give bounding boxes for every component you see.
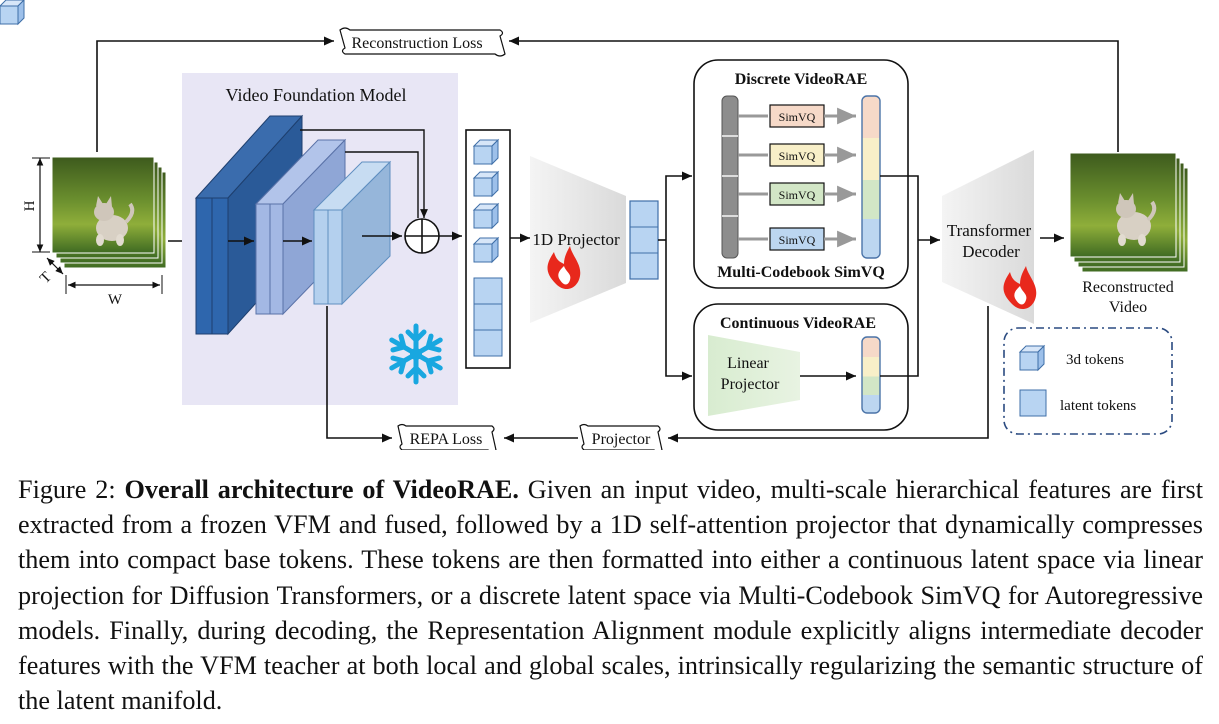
fire-icon — [547, 246, 581, 290]
projector-label: Projector — [592, 431, 651, 448]
architecture-diagram: Reconstruction Loss H T W Video Foundati… — [0, 0, 1189, 450]
plus-circle-icon — [404, 218, 440, 254]
reconstruction-loss-label: Reconstruction Loss — [351, 35, 482, 52]
reconstructed-video — [1069, 152, 1189, 273]
decoder-line2: Decoder — [962, 242, 1020, 261]
projector-1d-label: 1D Projector — [532, 230, 620, 249]
linear-projector-line1: Linear — [727, 355, 769, 372]
quantized-bar — [861, 95, 881, 259]
dim-h-label: H — [22, 200, 38, 211]
continuous-videorae-title: Continuous VideoRAE — [720, 315, 876, 332]
legend-latent-swatch — [1019, 389, 1047, 417]
linear-projector-shape — [708, 335, 800, 416]
dim-t-label: T — [37, 269, 55, 287]
vfm-label: Video Foundation Model — [226, 85, 407, 105]
vfm-block-3 — [312, 160, 392, 306]
dim-w-label: W — [108, 292, 123, 308]
reconstructed-line1: Reconstructed — [1082, 279, 1174, 296]
legend-3d-tokens: 3d tokens — [1066, 352, 1124, 368]
recon-arrow-right — [509, 36, 1119, 152]
simvq-row-2: SimVQ — [738, 143, 856, 167]
snowflake-icon — [388, 323, 444, 382]
figure-caption: Figure 2: Overall architecture of VideoR… — [18, 472, 1203, 718]
cube-token-icon — [0, 0, 25, 26]
continuous-bar — [861, 336, 881, 414]
legend-box — [1003, 327, 1173, 435]
simvq-row-1: SimVQ — [738, 104, 856, 128]
simvq-label-3: SimVQ — [779, 188, 816, 202]
linear-projector-line2: Projector — [721, 376, 780, 393]
simvq-row-3: SimVQ — [738, 182, 856, 206]
repa-loss-box — [397, 423, 497, 450]
legend-latent-tokens: latent tokens — [1060, 398, 1136, 414]
repa-loss-label: REPA Loss — [410, 431, 483, 448]
decoder-line1: Transformer — [947, 221, 1032, 240]
simvq-label-4: SimVQ — [779, 233, 816, 247]
recon-arrow-left — [96, 36, 334, 152]
fire-icon — [1003, 266, 1037, 310]
reconstructed-line2: Video — [1109, 299, 1147, 316]
caption-title: Overall architecture of VideoRAE. — [124, 475, 519, 504]
multi-codebook-label: Multi-Codebook SimVQ — [717, 264, 885, 281]
caption-label: Figure 2: — [18, 475, 116, 504]
input-video — [51, 156, 167, 269]
reconstruction-loss-box — [339, 27, 506, 57]
projector-box — [579, 423, 663, 450]
simvq-label-2: SimVQ — [779, 149, 816, 163]
caption-body: Given an input video, multi-scale hierar… — [18, 475, 1204, 716]
discrete-videorae-title: Discrete VideoRAE — [735, 71, 868, 88]
simvq-label-1: SimVQ — [779, 110, 816, 124]
latent-tokens-column — [629, 200, 659, 280]
simvq-row-4: SimVQ — [738, 227, 856, 251]
